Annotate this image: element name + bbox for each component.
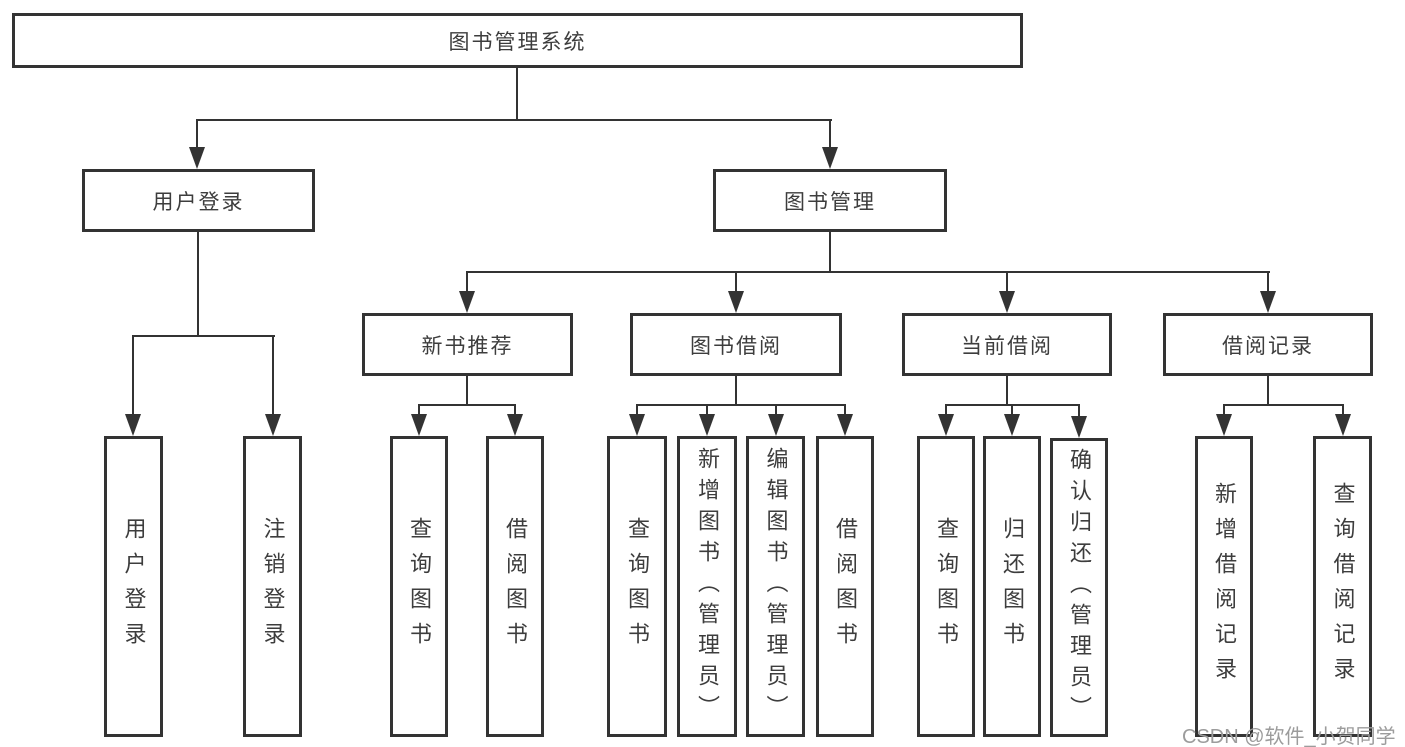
connector-drop-nb-query	[418, 404, 420, 417]
connector-drop-br-query	[1342, 404, 1344, 417]
node-leaf-nb-borrow-book-label: 借阅图书	[503, 516, 528, 657]
connector-drop-new-book	[466, 271, 468, 294]
arrowhead-cb-query-icon	[938, 414, 954, 436]
node-current-borrow-label: 当前借阅	[961, 334, 1053, 358]
connector-drop-borrow-records	[1267, 271, 1269, 294]
node-leaf-cb-confirm-return: 确认归还（管理员）	[1050, 438, 1108, 737]
node-leaf-logout-label: 注销登录	[260, 516, 286, 657]
node-leaf-cb-query-book-label: 查询图书	[934, 516, 959, 657]
node-root-label: 图书管理系统	[448, 30, 587, 54]
connector-user-login-stem	[197, 232, 199, 336]
connector-book-management-crossbar	[466, 271, 1270, 273]
connector-new-book-crossbar	[418, 404, 516, 406]
node-book-borrow-label: 图书借阅	[690, 334, 782, 358]
connector-book-borrow-stem	[735, 376, 737, 405]
connector-drop-leaf-user-login	[132, 335, 134, 417]
node-leaf-bb-query-book-label: 查询图书	[625, 516, 650, 657]
node-leaf-user-login: 用户登录	[104, 436, 163, 737]
connector-drop-cb-confirm	[1078, 404, 1080, 417]
connector-drop-cb-query	[945, 404, 947, 417]
connector-new-book-stem	[466, 376, 468, 405]
arrowhead-nb-query-icon	[411, 414, 427, 436]
node-root: 图书管理系统	[12, 13, 1023, 68]
connector-root-stem	[516, 68, 518, 120]
arrowhead-current-borrow-icon	[999, 291, 1015, 313]
connector-drop-leaf-logout	[272, 335, 274, 417]
arrowhead-br-add-icon	[1216, 414, 1232, 436]
node-leaf-cb-return-book-label: 归还图书	[1000, 516, 1025, 657]
arrowhead-user-login-icon	[189, 147, 205, 169]
node-leaf-bb-edit-book: 编辑图书（管理员）	[746, 436, 805, 737]
node-leaf-nb-query-book-label: 查询图书	[407, 516, 432, 657]
connector-drop-book-management	[829, 119, 831, 150]
arrowhead-new-book-icon	[459, 291, 475, 313]
connector-user-login-crossbar	[132, 335, 275, 337]
arrowhead-cb-return-icon	[1004, 414, 1020, 436]
node-book-management: 图书管理	[713, 169, 947, 232]
connector-drop-br-add	[1223, 404, 1225, 417]
connector-borrow-records-stem	[1267, 376, 1269, 405]
arrowhead-cb-confirm-icon	[1071, 416, 1087, 438]
node-leaf-cb-return-book: 归还图书	[983, 436, 1041, 737]
node-leaf-logout: 注销登录	[243, 436, 302, 737]
connector-drop-bb-edit	[775, 404, 777, 417]
node-borrow-records-label: 借阅记录	[1222, 334, 1314, 358]
csdn-watermark: CSDN @软件_小贺同学	[1182, 726, 1396, 747]
node-leaf-br-query-record: 查询借阅记录	[1313, 436, 1372, 737]
node-leaf-br-query-record-label: 查询借阅记录	[1330, 481, 1356, 692]
arrowhead-book-borrow-icon	[728, 291, 744, 313]
connector-drop-bb-query	[636, 404, 638, 417]
connector-book-borrow-crossbar	[636, 404, 846, 406]
arrowhead-borrow-records-icon	[1260, 291, 1276, 313]
node-leaf-br-add-record-label: 新增借阅记录	[1212, 481, 1237, 692]
arrowhead-book-management-icon	[822, 147, 838, 169]
node-book-management-label: 图书管理	[784, 190, 876, 214]
connector-drop-current-borrow	[1006, 271, 1008, 294]
connector-book-management-stem	[829, 232, 831, 272]
connector-root-crossbar	[196, 119, 832, 121]
connector-drop-book-borrow	[735, 271, 737, 294]
connector-drop-cb-return	[1011, 404, 1013, 417]
arrowhead-leaf-logout-icon	[265, 414, 281, 436]
arrowhead-leaf-user-login-icon	[125, 414, 141, 436]
node-leaf-br-add-record: 新增借阅记录	[1195, 436, 1253, 737]
connector-drop-nb-borrow	[514, 404, 516, 417]
connector-drop-bb-add	[706, 404, 708, 417]
node-current-borrow: 当前借阅	[902, 313, 1112, 376]
node-leaf-nb-query-book: 查询图书	[390, 436, 448, 737]
connector-drop-bb-borrow	[844, 404, 846, 417]
node-leaf-bb-borrow-book-label: 借阅图书	[833, 516, 858, 657]
node-leaf-bb-add-book: 新增图书（管理员）	[677, 436, 737, 737]
node-leaf-bb-borrow-book: 借阅图书	[816, 436, 874, 737]
node-leaf-user-login-label: 用户登录	[121, 516, 147, 657]
node-leaf-bb-edit-book-label: 编辑图书（管理员）	[763, 447, 789, 726]
connector-drop-user-login	[196, 119, 198, 150]
connector-current-borrow-stem	[1006, 376, 1008, 405]
node-book-borrow: 图书借阅	[630, 313, 842, 376]
arrowhead-bb-edit-icon	[768, 414, 784, 436]
connector-borrow-records-crossbar	[1223, 404, 1344, 406]
arrowhead-bb-add-icon	[699, 414, 715, 436]
arrowhead-bb-borrow-icon	[837, 414, 853, 436]
node-new-book-recommend-label: 新书推荐	[421, 334, 514, 358]
node-new-book-recommend: 新书推荐	[362, 313, 573, 376]
arrowhead-bb-query-icon	[629, 414, 645, 436]
node-user-login: 用户登录	[82, 169, 315, 232]
node-leaf-bb-add-book-label: 新增图书（管理员）	[695, 447, 720, 726]
node-leaf-nb-borrow-book: 借阅图书	[486, 436, 544, 737]
node-borrow-records: 借阅记录	[1163, 313, 1373, 376]
node-leaf-cb-confirm-return-label: 确认归还（管理员）	[1067, 448, 1092, 727]
node-leaf-bb-query-book: 查询图书	[607, 436, 667, 737]
arrowhead-nb-borrow-icon	[507, 414, 523, 436]
arrowhead-br-query-icon	[1335, 414, 1351, 436]
node-leaf-cb-query-book: 查询图书	[917, 436, 975, 737]
node-user-login-label: 用户登录	[152, 190, 245, 214]
